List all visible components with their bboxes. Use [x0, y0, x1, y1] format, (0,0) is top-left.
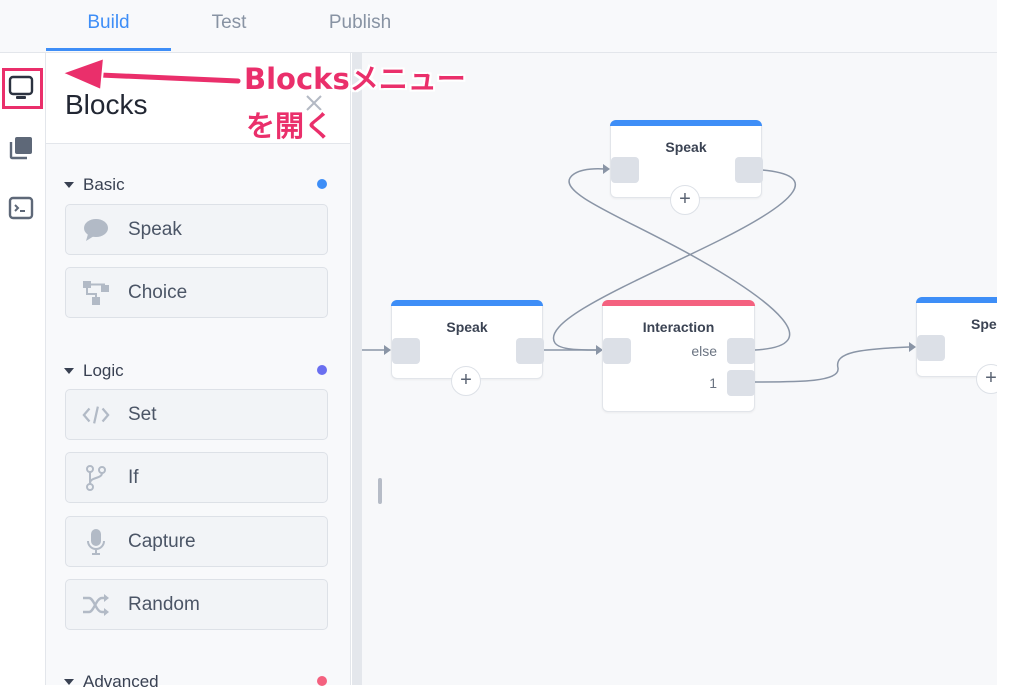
- monitor-icon: [8, 75, 34, 99]
- block-label: If: [128, 466, 139, 488]
- add-step-button[interactable]: +: [670, 185, 700, 215]
- panel-resize-divider[interactable]: [352, 53, 362, 685]
- blocks-menu-button[interactable]: [8, 75, 34, 101]
- node-title: Speak: [665, 139, 707, 155]
- node-color-bar: [391, 300, 543, 306]
- tab-build[interactable]: Build: [87, 12, 130, 33]
- block-capture[interactable]: Capture: [65, 516, 328, 567]
- tab-publish[interactable]: Publish: [328, 12, 392, 33]
- annotation-line-1: Blocksメニュー: [244, 62, 466, 96]
- input-port[interactable]: [392, 338, 420, 364]
- interaction-node[interactable]: Interaction else 1: [602, 300, 755, 412]
- console-button[interactable]: [8, 195, 34, 221]
- block-random[interactable]: Random: [65, 579, 328, 630]
- window-edge: [997, 0, 1024, 685]
- terminal-icon: [8, 196, 34, 220]
- output-port[interactable]: [735, 157, 763, 183]
- output-port[interactable]: [516, 338, 544, 364]
- block-label: Set: [128, 403, 157, 425]
- block-label: Choice: [128, 281, 188, 303]
- section-logic[interactable]: Logic: [64, 361, 124, 381]
- section-advanced[interactable]: Advanced: [64, 672, 159, 692]
- input-port[interactable]: [917, 335, 945, 361]
- node-color-bar: [916, 297, 1024, 303]
- input-port[interactable]: [611, 157, 639, 183]
- library-icon: [9, 137, 32, 160]
- block-label: Random: [128, 593, 200, 615]
- node-title: Interaction: [642, 319, 715, 335]
- block-label: Capture: [128, 530, 196, 552]
- panel-title: Blocks: [65, 89, 148, 120]
- node-color-bar: [610, 120, 762, 126]
- section-color-dot: [317, 676, 327, 686]
- add-step-button[interactable]: +: [451, 366, 481, 396]
- output-port-1[interactable]: [727, 370, 755, 396]
- resize-handle[interactable]: [378, 478, 382, 504]
- close-icon[interactable]: [302, 91, 326, 115]
- speech-bubble-icon: [82, 216, 110, 244]
- highlight-frame: [2, 68, 43, 109]
- block-label: Speak: [128, 218, 182, 240]
- section-label: Advanced: [83, 672, 159, 691]
- blocks-panel: Blocks Basic Speak Choice Logic Set: [46, 53, 351, 691]
- tab-test[interactable]: Test: [211, 12, 247, 33]
- shuffle-icon: [82, 591, 110, 619]
- section-basic[interactable]: Basic: [64, 175, 125, 195]
- input-port[interactable]: [603, 338, 631, 364]
- caret-down-icon: [64, 679, 74, 685]
- block-speak[interactable]: Speak: [65, 204, 328, 255]
- node-color-bar: [602, 300, 755, 306]
- section-label: Logic: [83, 361, 124, 380]
- block-set[interactable]: Set: [65, 389, 328, 440]
- node-title: Speak: [446, 319, 488, 335]
- code-icon: [82, 401, 110, 429]
- block-choice[interactable]: Choice: [65, 267, 328, 318]
- section-color-dot: [317, 365, 327, 375]
- speak-node-top[interactable]: Speak +: [610, 120, 763, 215]
- annotation-line-2: を開く: [246, 109, 334, 143]
- output-label-1: 1: [709, 375, 717, 391]
- output-port-else[interactable]: [727, 338, 755, 364]
- active-tab-indicator: [46, 48, 171, 51]
- block-if[interactable]: If: [65, 452, 328, 503]
- icon-rail: [0, 53, 46, 685]
- caret-down-icon: [64, 368, 74, 374]
- library-button[interactable]: [8, 135, 34, 161]
- microphone-icon: [82, 528, 110, 556]
- branch-icon: [82, 464, 110, 492]
- top-tab-bar: Build Test Publish: [0, 0, 997, 53]
- choice-tree-icon: [82, 279, 110, 307]
- output-label-else: else: [691, 343, 717, 359]
- section-label: Basic: [83, 175, 125, 194]
- node-title: Spea: [971, 316, 1005, 332]
- speak-node-left[interactable]: Speak +: [391, 300, 544, 396]
- caret-down-icon: [64, 182, 74, 188]
- section-color-dot: [317, 179, 327, 189]
